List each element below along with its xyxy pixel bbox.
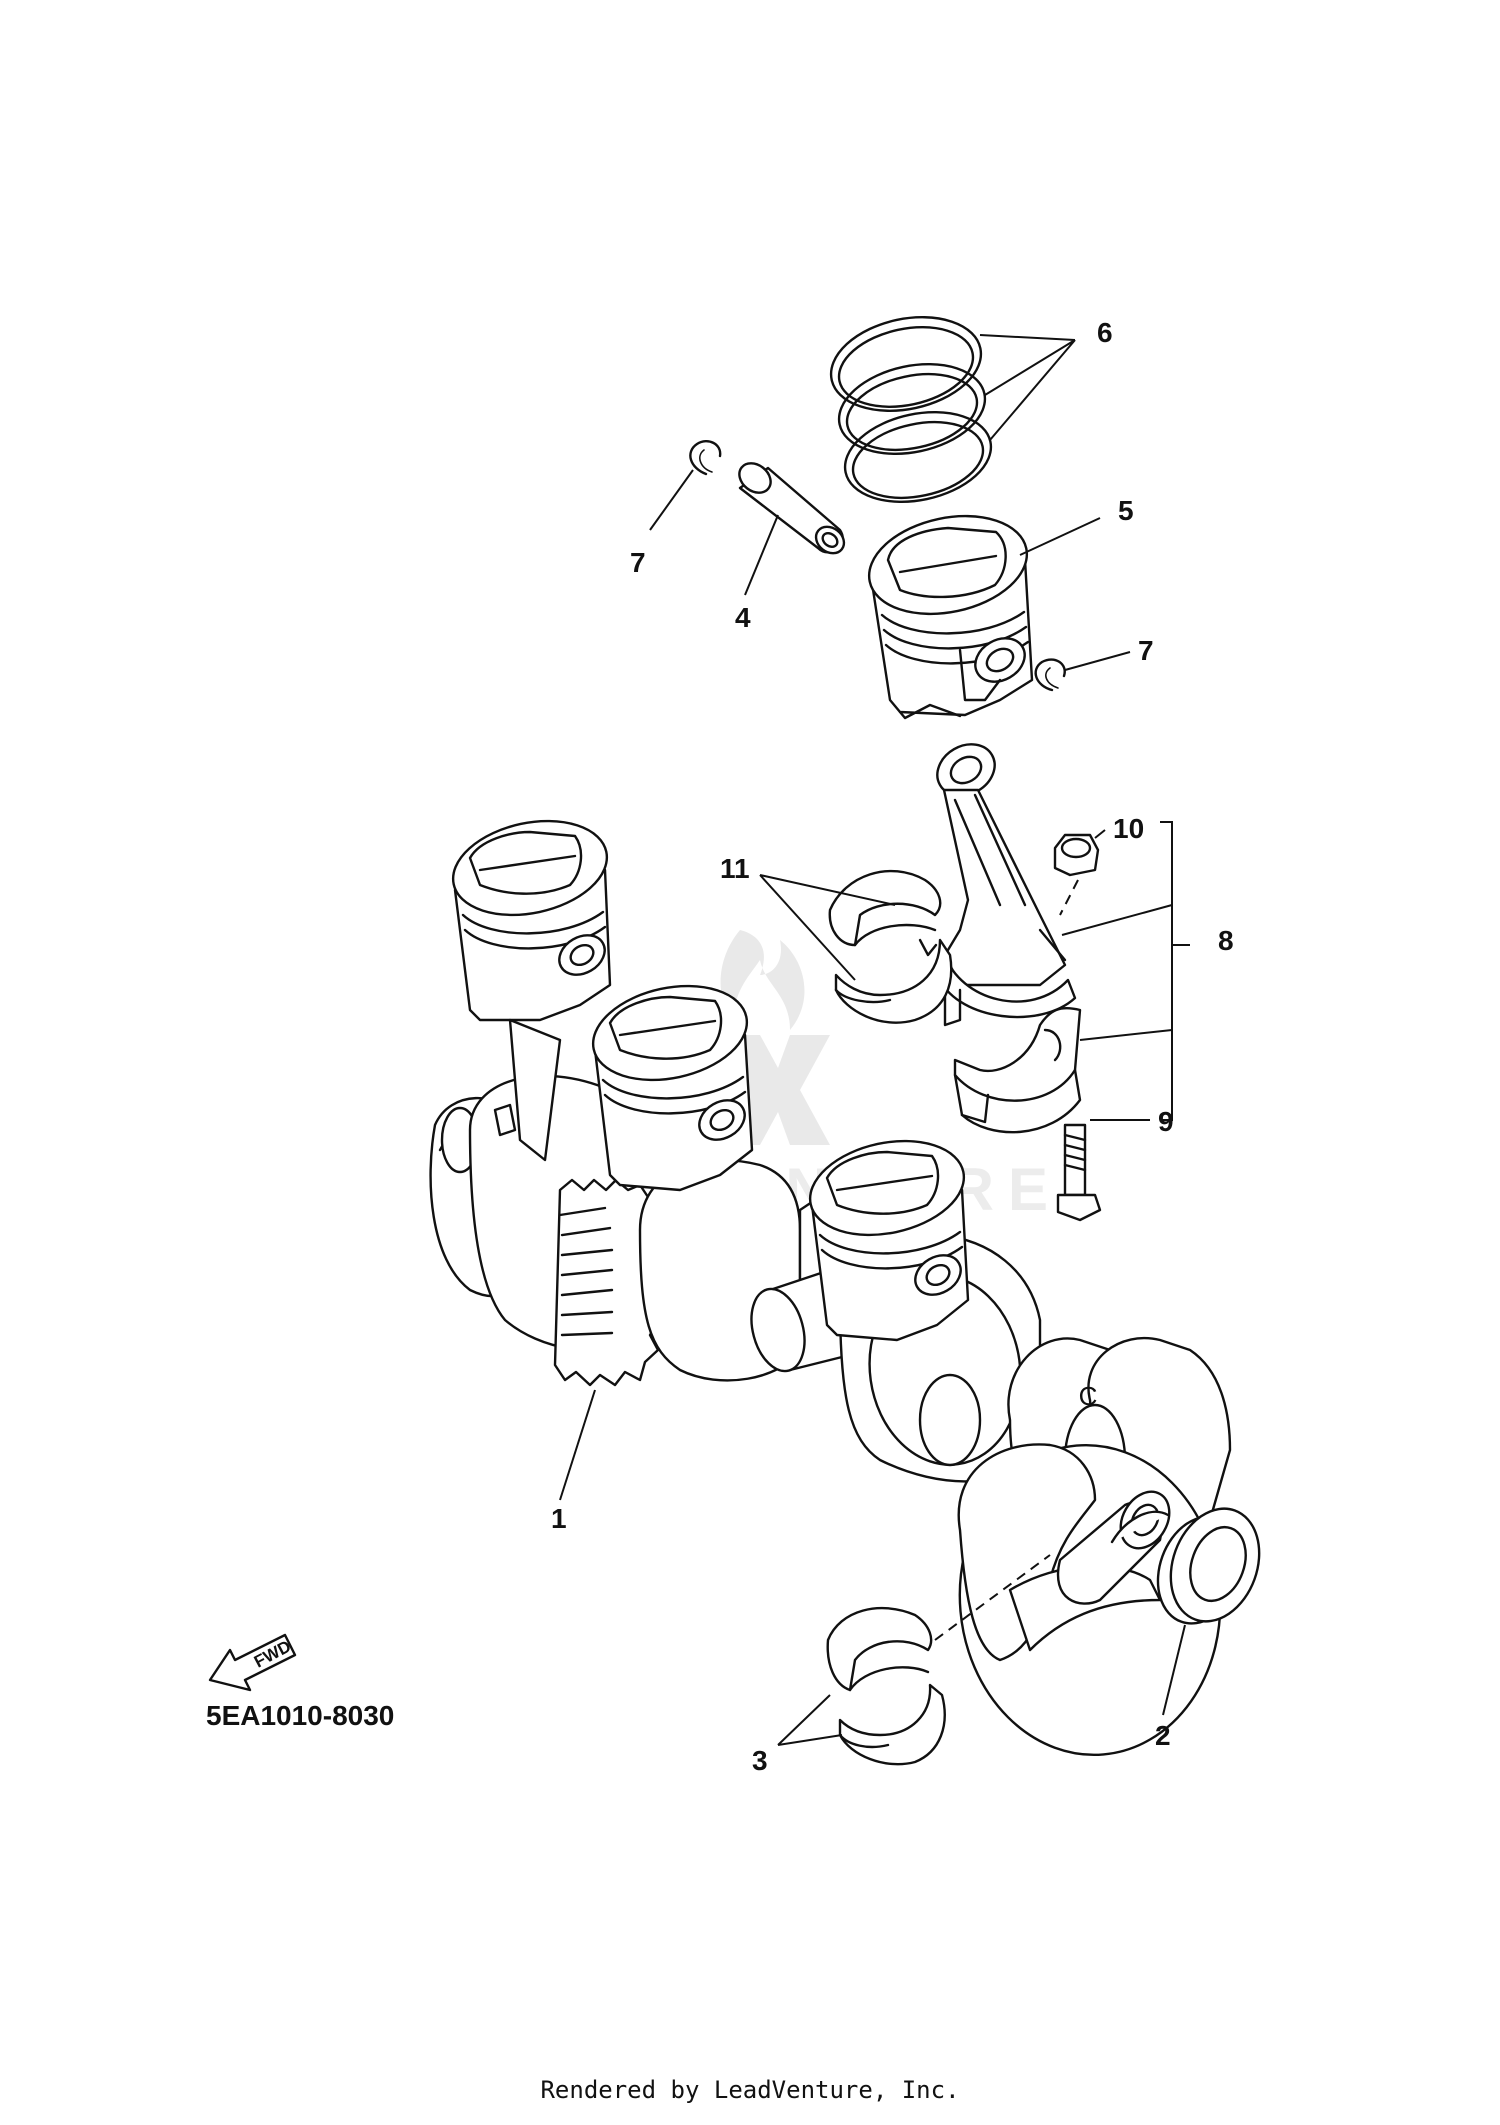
- callouts: 6 5 7 4 7 10 11 8 9 1 2 3: [551, 317, 1234, 1776]
- crank-piston-middle: [591, 984, 754, 1192]
- crank-piston-rear: [451, 819, 612, 1162]
- circlip-right: [1034, 658, 1066, 692]
- callout-7-right: 7: [1138, 635, 1154, 666]
- leader-lines: [559, 334, 1190, 1746]
- fwd-arrow-icon: FWD: [208, 1633, 297, 1692]
- piston-rings: [829, 316, 993, 503]
- piston-pin: [738, 462, 846, 555]
- rod-nut: [1053, 833, 1100, 916]
- callout-3: 3: [752, 1745, 768, 1776]
- main-bearings: [826, 1607, 946, 1766]
- callout-4: 4: [735, 602, 751, 633]
- diagram-code: 5EA1010-8030: [206, 1700, 395, 1731]
- callout-9: 9: [1158, 1106, 1174, 1137]
- letter-c: C: [1079, 1381, 1098, 1411]
- circlip-left: [689, 440, 722, 476]
- callout-6: 6: [1097, 317, 1113, 348]
- callout-8: 8: [1218, 925, 1234, 956]
- callout-11: 11: [720, 853, 750, 884]
- rod-bolt: [1056, 1123, 1102, 1222]
- crank-piston-front: [808, 1139, 970, 1342]
- connecting-rod-cap: [953, 1006, 1082, 1134]
- callout-1: 1: [551, 1503, 567, 1534]
- footer-credit: Rendered by LeadVenture, Inc.: [540, 2076, 960, 2104]
- callout-2: 2: [1155, 1720, 1171, 1751]
- connecting-rod-exploded: [936, 743, 1077, 1027]
- big-end-bearings: [828, 869, 953, 1024]
- bearing-dash-line: [934, 1554, 1051, 1641]
- oil-seal: [1156, 1507, 1261, 1625]
- piston-exploded: [867, 514, 1034, 720]
- callout-7-left: 7: [630, 547, 646, 578]
- callout-5: 5: [1118, 495, 1134, 526]
- callout-10: 10: [1113, 813, 1144, 844]
